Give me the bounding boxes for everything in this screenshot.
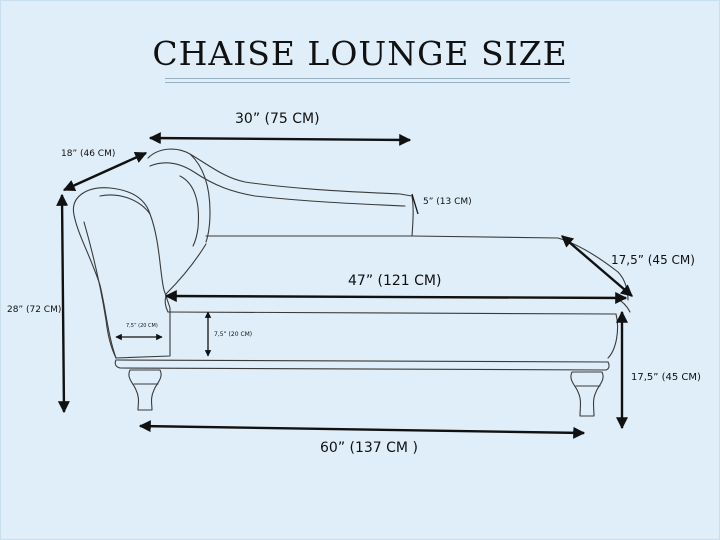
cushion-right-side [607, 313, 619, 359]
label-cushion-height: 7,5” (20 CM) [214, 331, 253, 338]
label-arm-thickness: 7,5” (20 CM) [126, 323, 158, 329]
arrow-arm-depth [62, 151, 148, 192]
base-top [115, 359, 609, 363]
arrow-overall-length [138, 420, 586, 439]
label-arm-depth: 18” (46 CM) [61, 149, 116, 159]
arrow-back-width [148, 132, 412, 146]
seat-top-back [205, 235, 629, 301]
base-left-end [114, 359, 121, 369]
label-seat-length: 47” (121 CM) [348, 273, 442, 289]
title-underline-second [165, 82, 570, 83]
backrest-front [189, 153, 211, 243]
arrow-total-height [56, 193, 70, 414]
page-title: CHAISE LOUNGE SIZE [152, 34, 568, 73]
seat-top-front [165, 243, 207, 295]
backrest-top [147, 148, 414, 237]
label-overall-length: 60” (137 CM ) [320, 440, 418, 456]
arrow-back-height-top [411, 193, 419, 215]
arrow-seat-length [164, 290, 628, 304]
cushion-front-bottom [167, 311, 617, 315]
label-back-height-top: 5” (13 CM) [423, 197, 472, 207]
dimension-arrows [56, 132, 633, 439]
arm-outline [72, 187, 171, 359]
base-right-end [605, 361, 610, 371]
base-bottom [119, 367, 607, 371]
label-seat-height: 17,5” (45 CM) [631, 372, 701, 383]
arm-front-seam [83, 221, 117, 359]
arrow-seat-depth [561, 235, 633, 297]
label-back-width: 30” (75 CM) [235, 111, 320, 127]
label-seat-depth: 17,5” (45 CM) [611, 253, 695, 267]
small-dimension-arrows [115, 193, 419, 357]
backrest-roll [179, 175, 200, 247]
arm-inner-curve [99, 194, 151, 215]
title-underline [165, 78, 570, 79]
left-leg [128, 369, 162, 411]
backrest-inner [149, 162, 406, 207]
label-total-height: 28” (72 CM) [7, 305, 62, 315]
right-leg [570, 371, 604, 417]
